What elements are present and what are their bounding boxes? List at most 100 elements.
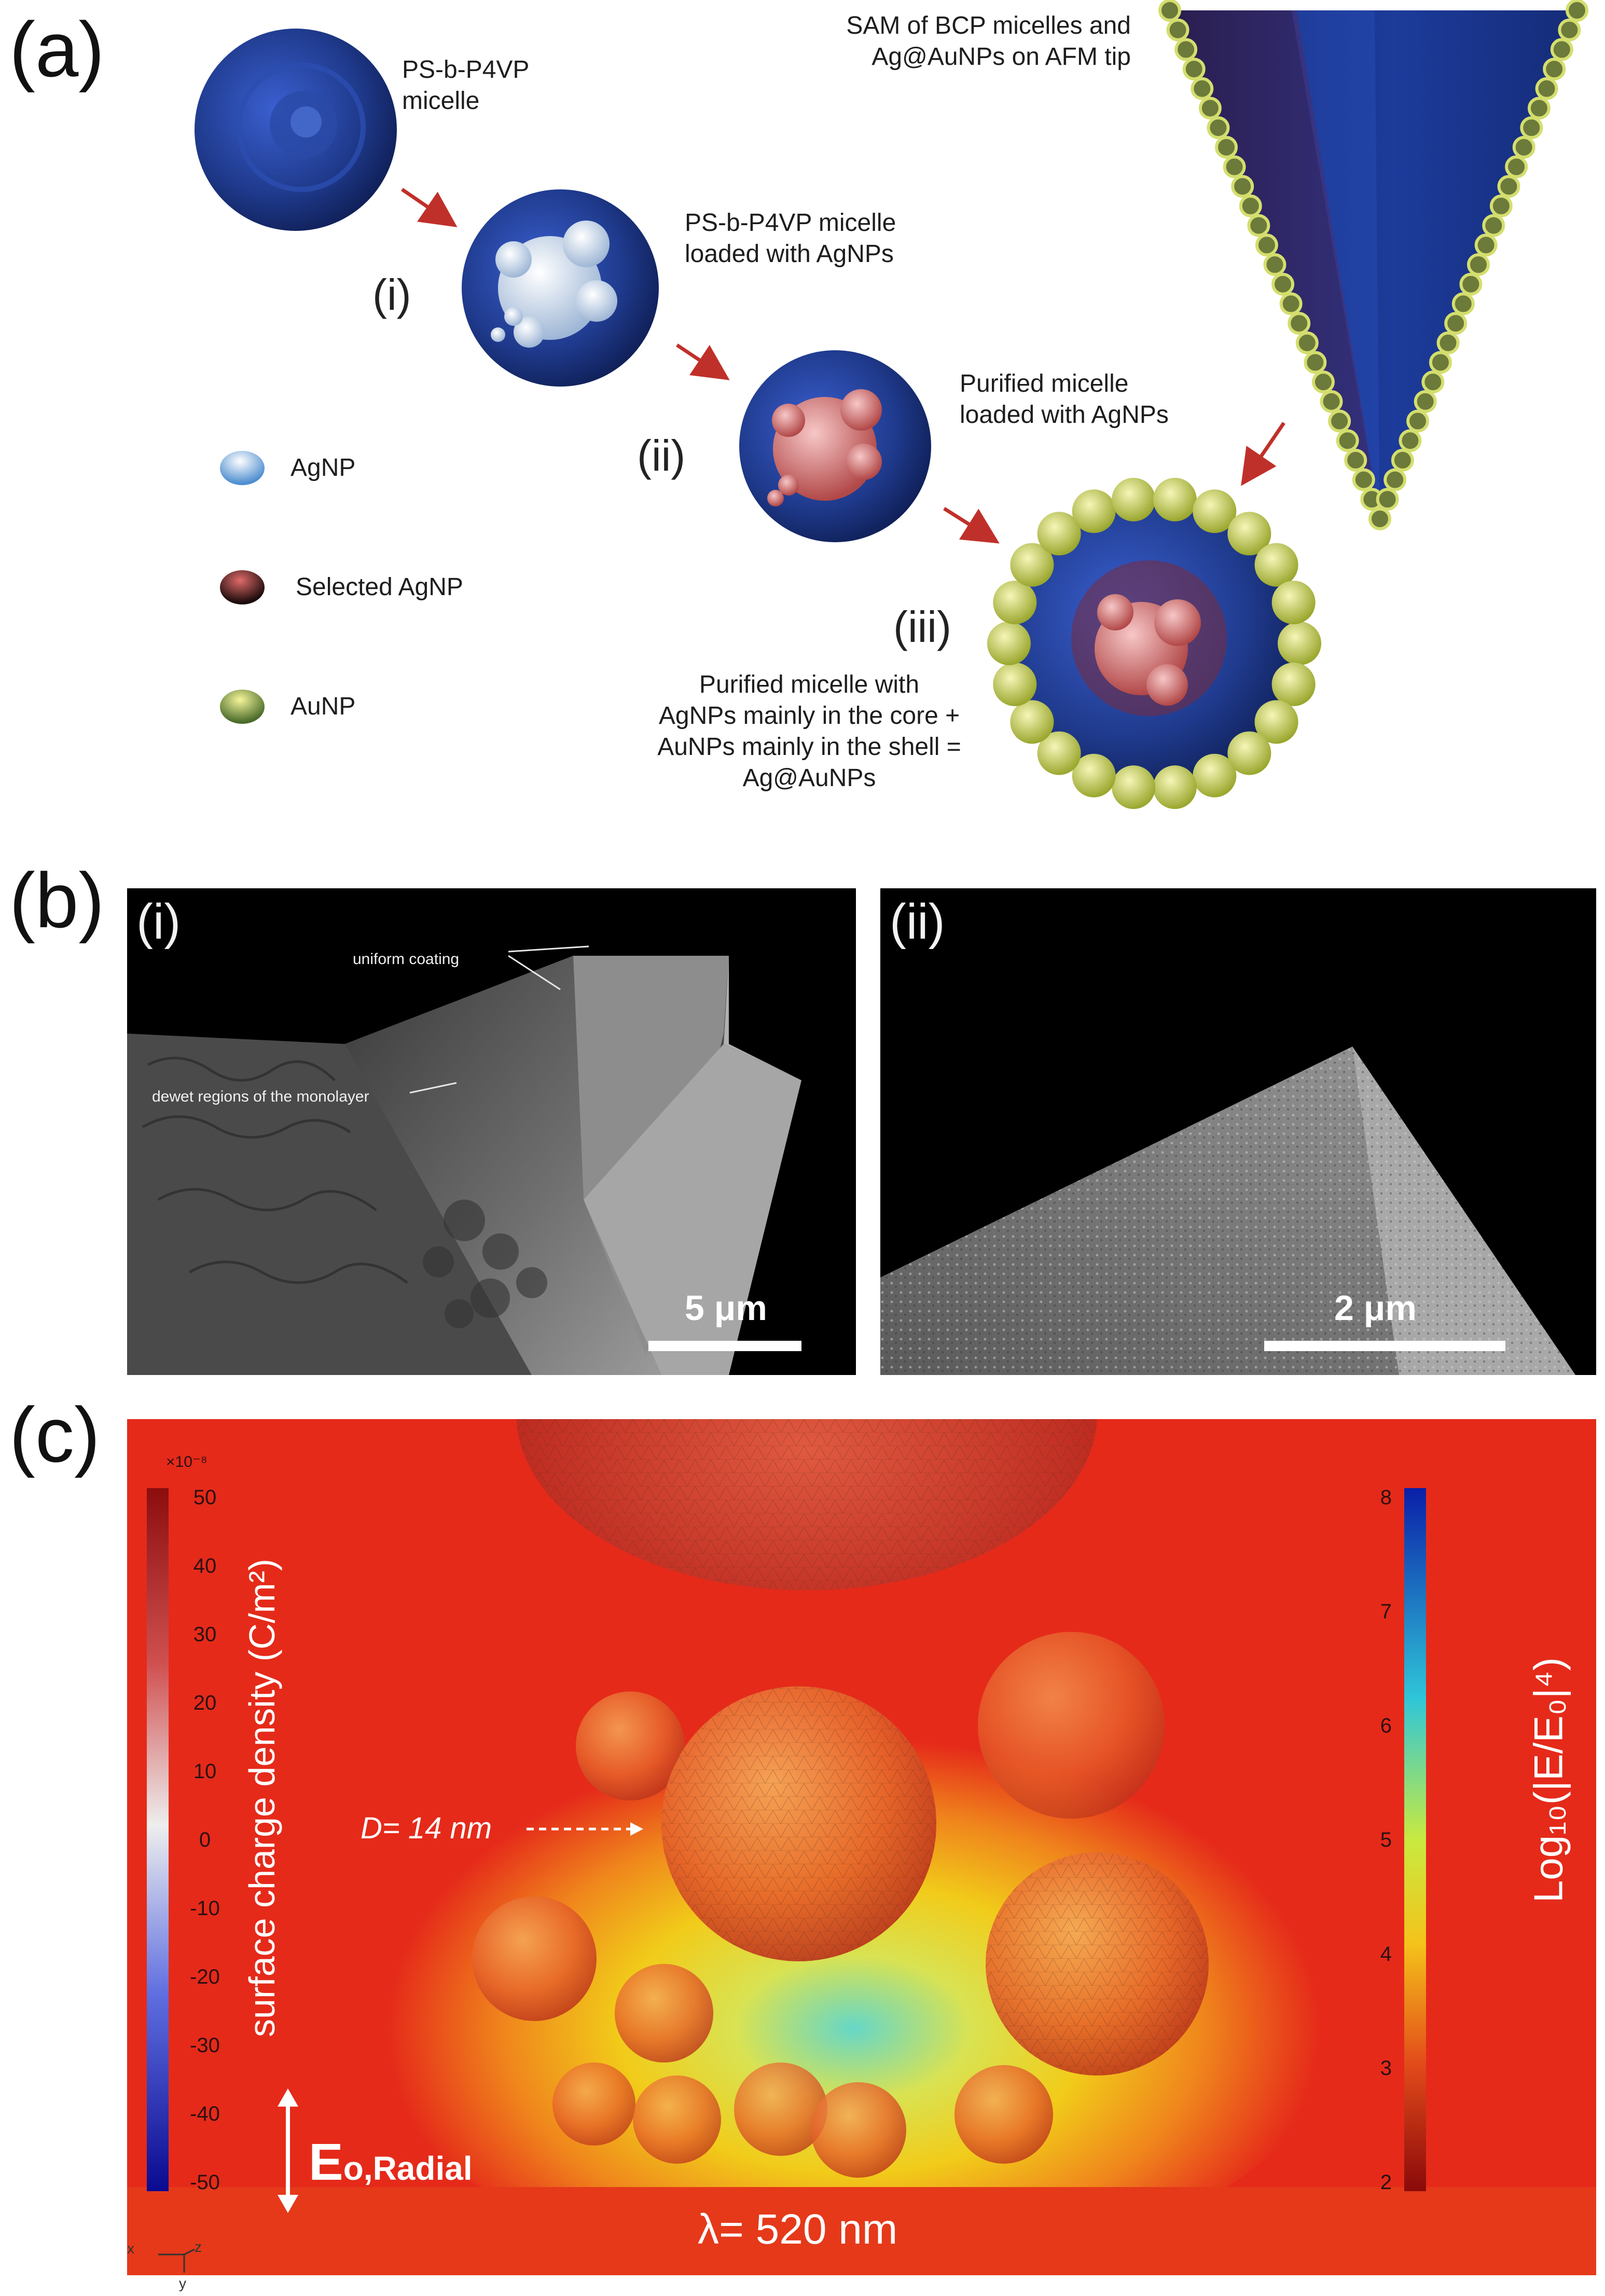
- tip-micelle-dot: [1497, 175, 1520, 198]
- axis-y-label: y: [179, 2275, 186, 2291]
- loaded-micelle-icon: [462, 189, 659, 387]
- tip-micelle-dot: [1295, 331, 1319, 354]
- aunp-shell-particle: [993, 662, 1037, 706]
- axis-triad-icon: [158, 2248, 195, 2273]
- tip-micelle-dot: [1215, 135, 1238, 159]
- charge-density-tick-4: 10: [193, 1760, 217, 1783]
- final-label-line1: Purified micelle with: [699, 671, 920, 698]
- aunp-shell-particle: [1010, 543, 1054, 587]
- scale-bar-2um: [1264, 1341, 1505, 1351]
- panel-c-letter: (c): [9, 1391, 100, 1478]
- charge-density-tick-8: -30: [190, 2034, 220, 2057]
- tip-micelle-dot: [1368, 507, 1391, 530]
- aunp-shell-particle: [1271, 662, 1316, 706]
- charge-density-tick-9: -40: [190, 2102, 220, 2125]
- tip-micelle-dot: [1320, 390, 1343, 413]
- tip-micelle-dot: [1207, 116, 1230, 140]
- final-label-line4: Ag@AuNPs: [742, 764, 876, 792]
- field-enhancement-tick-4: 4: [1380, 1943, 1392, 1965]
- diameter-label: D= 14 nm: [361, 1811, 492, 1845]
- aunp-shell-particle: [987, 622, 1031, 665]
- aunp-shell-particle: [1254, 700, 1298, 744]
- field-label: Eo,Radial: [309, 2133, 473, 2192]
- tip-micelle-dot: [1271, 272, 1295, 296]
- tip-micelle-dot: [1459, 272, 1483, 296]
- tip-micelle-dot: [1406, 409, 1430, 433]
- aunp-shell-particle: [1271, 581, 1316, 625]
- sem-left-roman: (i): [136, 894, 181, 950]
- tip-micelle-dot: [1391, 448, 1414, 472]
- aunp-shell-particle: [1112, 477, 1156, 521]
- tip-micelle-dot: [1158, 0, 1181, 22]
- step-ii-label: (ii): [637, 431, 686, 480]
- tip-micelle-dot: [1566, 0, 1588, 22]
- tip-micelle-dot: [1223, 155, 1246, 178]
- aunp-legend-icon: [220, 690, 265, 724]
- loaded-micelle-label-line1: PS-b-P4VP micelle: [685, 209, 896, 237]
- wavelength-label: λ= 520 nm: [698, 2206, 898, 2253]
- micelle-label: PS-b-P4VP micelle: [402, 54, 529, 117]
- tip-micelle-dot: [1399, 429, 1422, 452]
- aunp-shell-particle: [1037, 731, 1081, 775]
- aunp-shell-particle: [1112, 765, 1156, 809]
- tip-micelle-dot: [1344, 448, 1367, 472]
- field-enhancement-tick-2: 6: [1380, 1714, 1392, 1737]
- afm-tip-icon: [1170, 10, 1577, 519]
- aunp-shell-particle: [993, 581, 1037, 625]
- tip-micelle-dot: [1352, 468, 1375, 491]
- tip-micelle-dot: [1482, 214, 1505, 237]
- sem-left-texture: [127, 945, 801, 1375]
- tip-micelle-dot: [1376, 488, 1399, 511]
- agnp-legend-icon: [220, 451, 265, 485]
- uniform-coating-label: uniform coating: [353, 951, 460, 968]
- sem-right-roman: (ii): [890, 894, 945, 950]
- aunp-shell-particle: [1278, 622, 1321, 665]
- aunp-shell-particle: [1153, 477, 1197, 521]
- aunp-shell-particle: [1227, 731, 1271, 775]
- field-letter: E: [309, 2133, 343, 2191]
- dewet-regions-label: dewet regions of the monolayer: [152, 1088, 369, 1105]
- tip-micelle-dot: [1467, 253, 1490, 276]
- tip-micelle-dot: [1247, 214, 1270, 237]
- step-iii-label: (iii): [893, 602, 951, 651]
- charge-density-tick-3: 20: [193, 1692, 217, 1714]
- aunp-shell-particle: [1072, 753, 1116, 798]
- tip-micelle-dot: [1288, 312, 1311, 335]
- micelle-label-line1: PS-b-P4VP: [402, 56, 530, 84]
- charge-density-tick-6: -10: [190, 1897, 220, 1920]
- tip-micelle-dot: [1198, 97, 1222, 120]
- legend-aunp-label: AuNP: [290, 693, 356, 720]
- field-enhancement-colorbar: [1404, 1488, 1426, 2191]
- field-enhancement-tick-3: 5: [1380, 1828, 1392, 1851]
- tip-micelle-dot: [1421, 370, 1445, 394]
- tip-micelle-dot: [1474, 233, 1498, 257]
- tip-micelle-dot: [1527, 97, 1551, 120]
- aunp-shell-particle: [1037, 512, 1081, 556]
- field-enhancement-title: Log₁₀(|E/E₀|⁴): [1525, 1657, 1571, 1903]
- final-label-line3: AuNPs mainly in the shell =: [657, 733, 961, 761]
- charge-density-title: surface charge density (C/m²): [242, 1559, 282, 2037]
- sem-image-left: (i) uniform coating dewet regions of the…: [127, 888, 856, 1375]
- aunp-shell-particle: [1227, 512, 1271, 556]
- tip-micelle-dot: [1489, 194, 1513, 217]
- scale-label-2um: 2 μm: [1334, 1288, 1417, 1328]
- tip-micelle-dot: [1174, 38, 1198, 61]
- scale-label-5um: 5 μm: [685, 1288, 767, 1328]
- axis-z-label: z: [195, 2239, 202, 2255]
- tip-micelle-dot: [1191, 77, 1214, 100]
- tip-micelle-dot: [1328, 409, 1351, 433]
- tip-sphere-icon: [516, 1419, 1097, 1590]
- afm-tip-coating-icon: [1158, 0, 1588, 530]
- charge-density-exponent: ×10⁻⁸: [166, 1453, 207, 1470]
- tip-micelle-dot: [1451, 292, 1475, 315]
- tip-micelle-dot: [1505, 155, 1528, 178]
- tip-micelle-dot: [1444, 312, 1468, 335]
- aunp-shell-particle: [1254, 543, 1298, 587]
- field-subscript: o,Radial: [343, 2150, 473, 2187]
- purified-micelle-label: Purified micelle loaded with AgNPs: [960, 368, 1169, 431]
- tip-micelle-dot: [1414, 390, 1437, 413]
- step-i-label: (i): [372, 270, 411, 319]
- tip-micelle-dot: [1550, 38, 1573, 61]
